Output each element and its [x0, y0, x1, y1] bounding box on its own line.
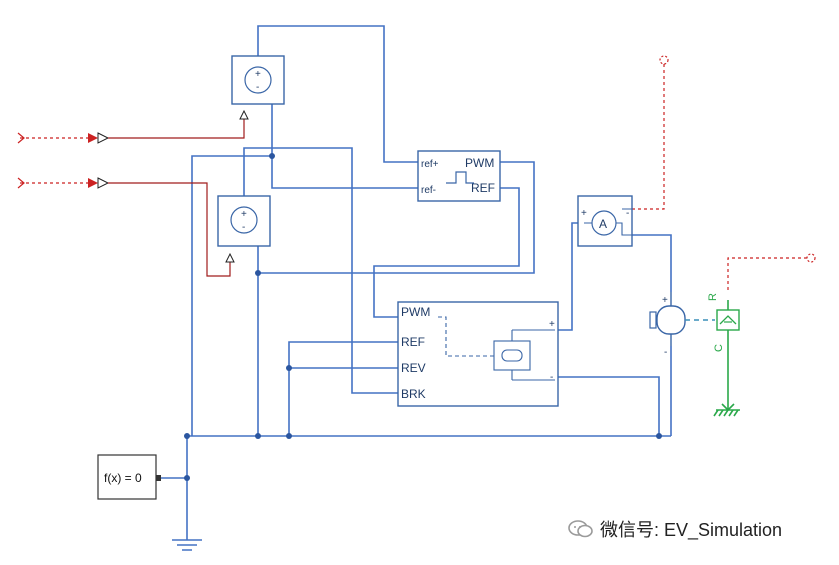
- pwm-gen-ref-label: REF: [471, 181, 495, 195]
- junction-dots: [184, 153, 662, 481]
- watermark: 微信号: EV_Simulation: [568, 517, 782, 541]
- sum-top-minus: -: [256, 82, 259, 93]
- speed-signal-output[interactable]: [727, 253, 816, 290]
- ammeter-minus: -: [626, 208, 629, 219]
- sensor-r-label: R: [707, 293, 719, 301]
- rotational-motion-sensor[interactable]: R C: [707, 293, 740, 417]
- dc-motor-block[interactable]: + -: [649, 292, 715, 358]
- h-bridge-block[interactable]: PWM REF REV BRK + -: [397, 301, 559, 407]
- signal-input-2[interactable]: [17, 177, 235, 277]
- pwm-gen-ref-minus: ref-: [421, 185, 436, 196]
- h-bridge-brk-label: BRK: [401, 387, 426, 401]
- current-signal-output[interactable]: [632, 55, 669, 210]
- pwm-gen-ref-plus: ref+: [421, 159, 439, 170]
- pwm-wave-icon: [446, 171, 474, 184]
- sum-block-bottom[interactable]: + -: [217, 195, 271, 247]
- h-bridge-rev-label: REV: [401, 361, 426, 375]
- h-bridge-plus-label: +: [549, 319, 555, 330]
- motor-plus: +: [662, 295, 668, 306]
- sum-block-top[interactable]: + -: [231, 55, 285, 105]
- sum-bottom-plus: +: [241, 209, 247, 220]
- motor-icon: [656, 305, 686, 335]
- h-bridge-ref-label: REF: [401, 335, 425, 349]
- electrical-ground-icon: [172, 539, 202, 551]
- sum-bottom-minus: -: [242, 222, 245, 233]
- ammeter-plus: +: [581, 208, 587, 219]
- sensor-c-label: C: [713, 344, 725, 352]
- motor-minus: -: [664, 347, 667, 358]
- pwm-gen-pwm-label: PWM: [465, 156, 494, 170]
- mechanical-reference-icon: [713, 403, 740, 417]
- ammeter-symbol: A: [599, 217, 607, 231]
- watermark-text: 微信号: EV_Simulation: [600, 520, 783, 540]
- pwm-generator-block[interactable]: ref+ ref- PWM REF: [417, 150, 501, 202]
- h-bridge-minus-label: -: [550, 372, 553, 383]
- current-sensor-block[interactable]: A + -: [577, 195, 633, 247]
- sum-top-plus: +: [255, 69, 261, 80]
- h-bridge-pwm-label: PWM: [401, 305, 430, 319]
- electrical-wires: [160, 25, 672, 540]
- signal-input-1[interactable]: [17, 109, 249, 144]
- dc-motor-mini-icon: [493, 340, 531, 371]
- solver-configuration-block[interactable]: f(x) = 0: [97, 454, 161, 500]
- wechat-icon: [568, 520, 593, 538]
- solver-label: f(x) = 0: [104, 471, 142, 485]
